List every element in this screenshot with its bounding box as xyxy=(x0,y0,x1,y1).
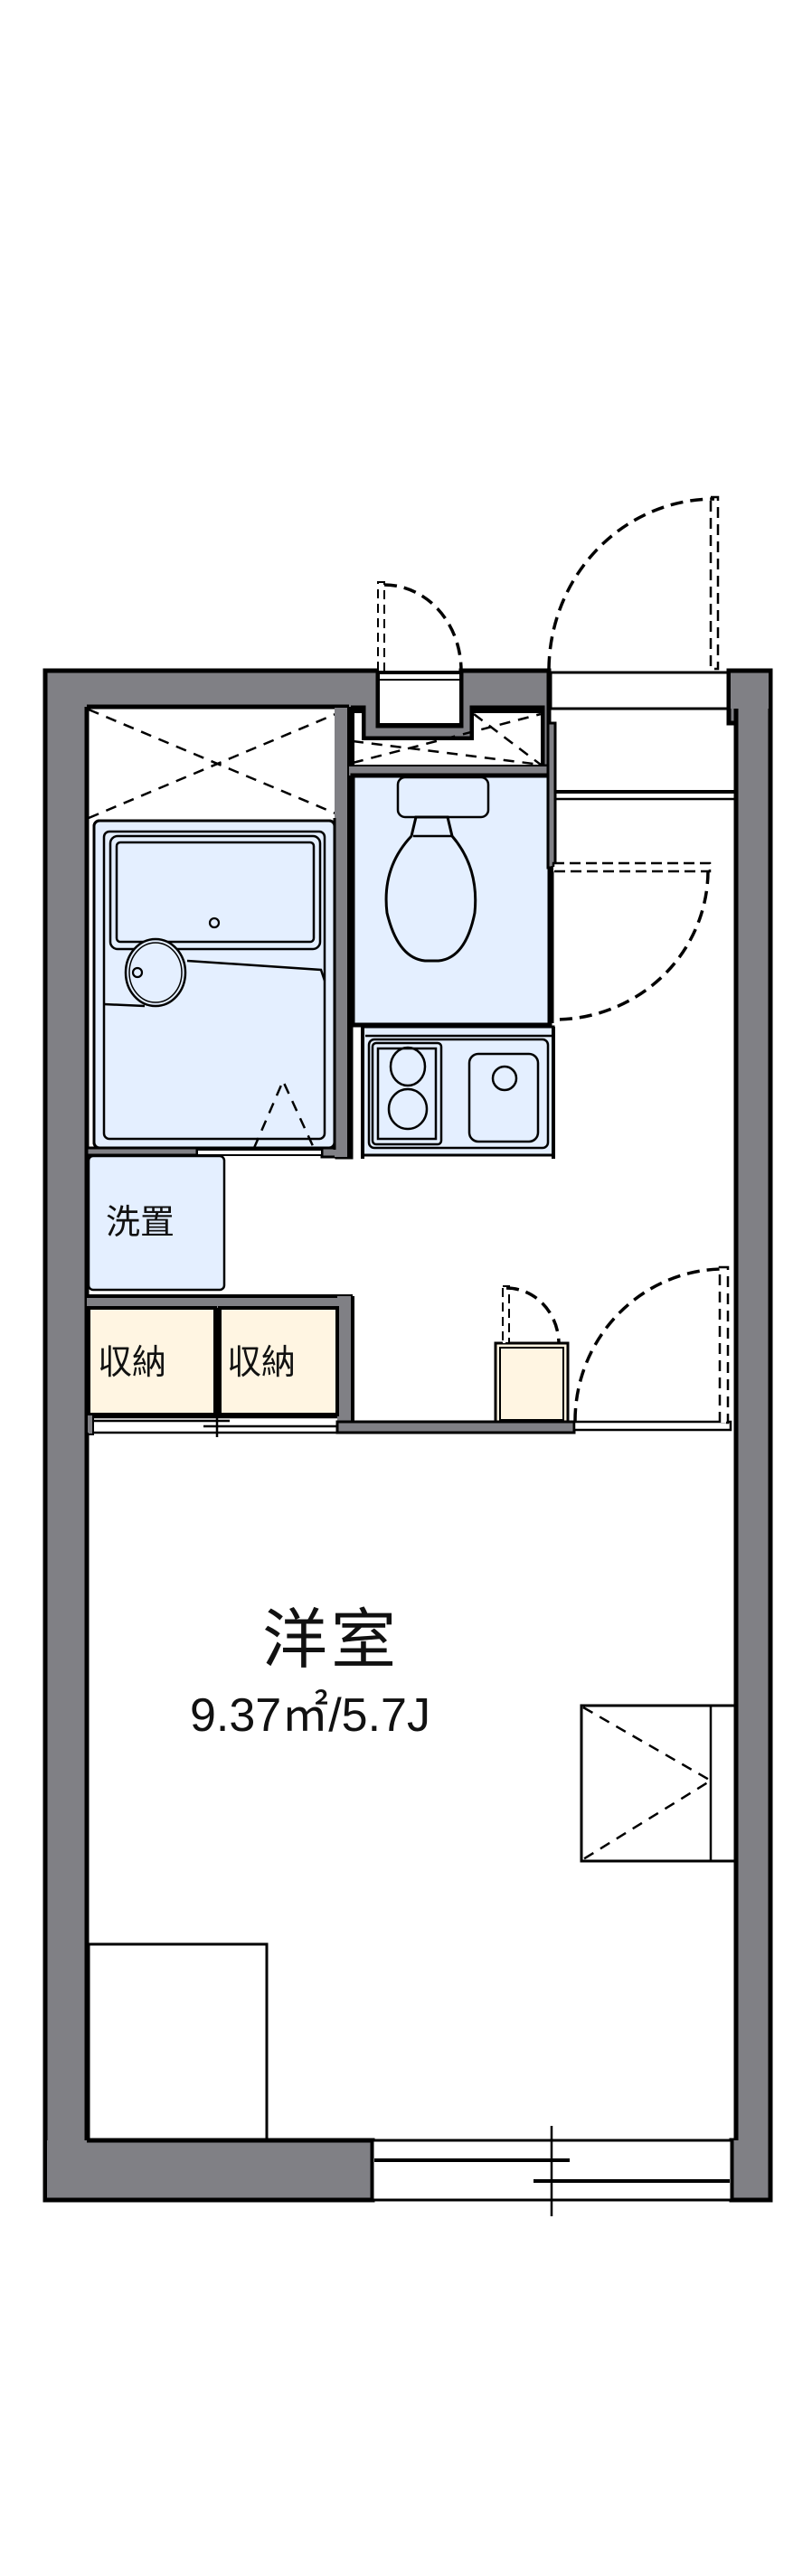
drain-icon xyxy=(491,1065,518,1092)
overhead-storage xyxy=(351,710,544,768)
unit-bath xyxy=(92,819,336,1150)
burner-icon xyxy=(387,1087,429,1131)
toilet-door[interactable] xyxy=(552,861,712,1021)
western-room-label: 洋室 xyxy=(262,1602,401,1678)
shoe-cabinet xyxy=(494,1341,570,1424)
toilet-tank xyxy=(396,776,490,819)
bathroom-upper-storage xyxy=(88,708,347,820)
bath-door-opening[interactable] xyxy=(196,1149,323,1156)
meter-box-door[interactable] xyxy=(377,581,463,672)
closet-sliding-doors[interactable] xyxy=(86,1414,337,1437)
kitchen-sink xyxy=(467,1052,540,1143)
washer-space xyxy=(87,1154,226,1292)
meter-box xyxy=(376,671,463,727)
toilet-top-wall xyxy=(349,766,555,776)
desk xyxy=(87,1942,269,2142)
balcony-sliding-window[interactable] xyxy=(371,2126,733,2216)
bath-basin xyxy=(124,937,187,1008)
closet-block xyxy=(87,1294,354,1434)
entrance-door[interactable] xyxy=(547,495,720,671)
shoe-cabinet-door[interactable] xyxy=(502,1285,561,1344)
toilet-room xyxy=(350,773,552,1028)
room-door-opening[interactable] xyxy=(572,1420,732,1432)
air-conditioner xyxy=(580,1704,737,1863)
entrance xyxy=(549,671,734,801)
bathtub xyxy=(109,834,322,951)
bottom-wall xyxy=(45,2138,770,2203)
hall-partition xyxy=(85,1420,732,1443)
stove xyxy=(371,1041,443,1146)
toilet-right-wall xyxy=(546,721,557,870)
right-wall xyxy=(727,668,773,2200)
storage-1-label: 収納 xyxy=(98,1342,167,1382)
room-door[interactable] xyxy=(573,1265,730,1424)
bath-bottom-wall xyxy=(85,707,353,1159)
storage-2-label: 収納 xyxy=(227,1342,297,1382)
western-room-area: 9.37㎡/5.7J xyxy=(190,1689,430,1742)
burner-icon xyxy=(389,1046,427,1087)
washer-space-label: 洗置 xyxy=(106,1202,175,1242)
